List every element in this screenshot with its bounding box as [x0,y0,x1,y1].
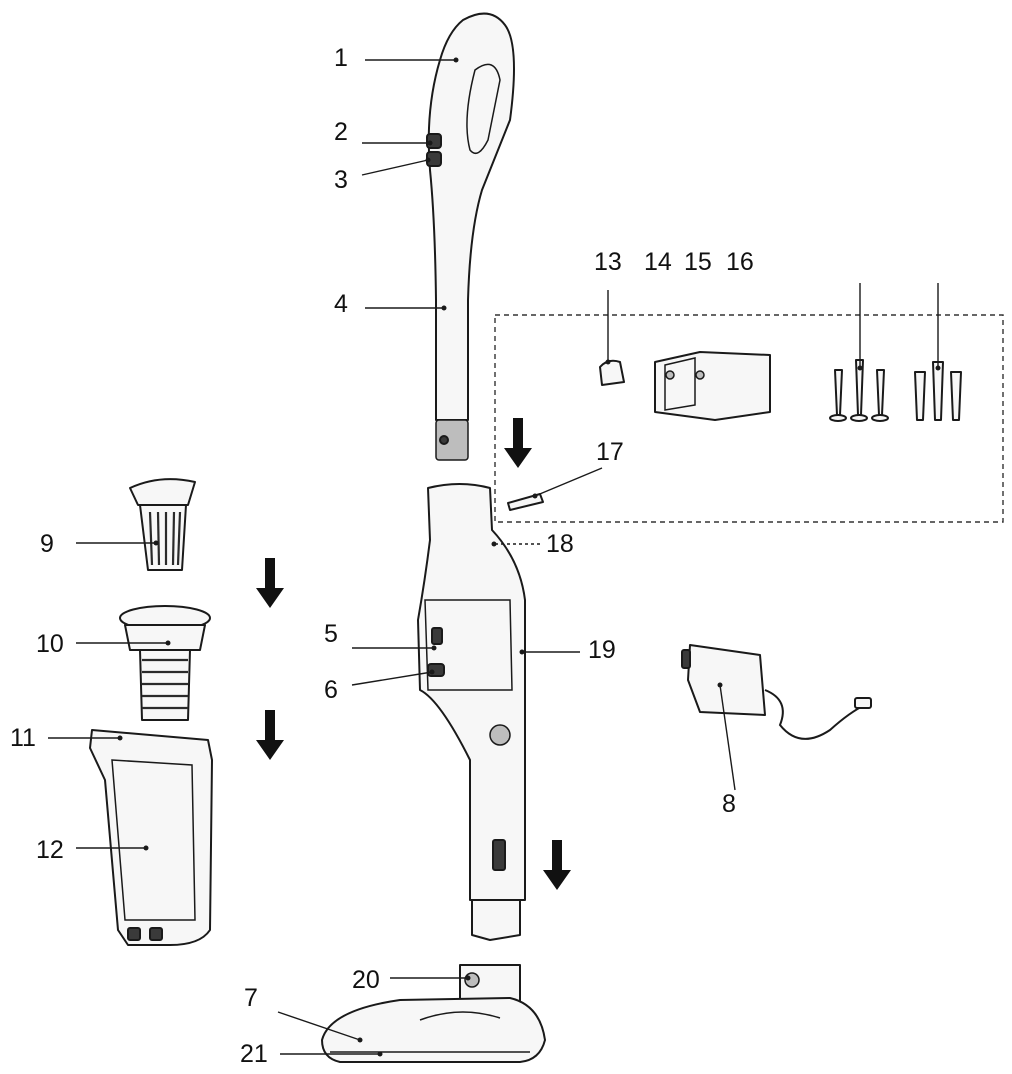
filter-assembly-part [119,605,211,721]
floor-head-part [321,964,546,1063]
handle-part [426,12,515,461]
arrow-down-icon [256,710,284,760]
label-19: 19 [588,636,616,664]
label-1: 1 [334,44,348,72]
label-11: 11 [10,724,36,752]
label-5: 5 [324,620,338,648]
label-9: 9 [40,530,54,558]
label-12: 12 [36,836,64,864]
label-20: 20 [352,966,380,994]
label-16: 16 [726,248,754,276]
leader-lines [48,57,941,1057]
charger-part [681,644,872,740]
pre-filter-part [129,478,196,571]
dust-container-part [89,729,213,946]
label-10: 10 [36,630,64,658]
label-7: 7 [244,984,258,1012]
wall-anchors [914,361,962,421]
label-2: 2 [334,118,348,146]
label-18: 18 [546,530,574,558]
label-14: 14 [644,248,672,276]
label-3: 3 [334,166,348,194]
label-8: 8 [722,790,736,818]
arrow-down-icon [504,418,532,468]
arrow-down-icon [543,840,571,890]
label-21: 21 [240,1040,268,1068]
label-4: 4 [334,290,348,318]
hardware-kit-box [494,314,1004,523]
label-15: 15 [684,248,712,276]
assembly-arrows [256,418,571,890]
label-17: 17 [596,438,624,466]
wall-mount-kit [507,351,962,511]
arrow-down-icon [256,558,284,608]
part-number-labels: 1 2 3 4 5 6 7 8 9 10 11 12 13 14 15 16 1… [10,44,754,1068]
main-body-part [417,483,526,941]
label-13: 13 [594,248,622,276]
label-6: 6 [324,676,338,704]
